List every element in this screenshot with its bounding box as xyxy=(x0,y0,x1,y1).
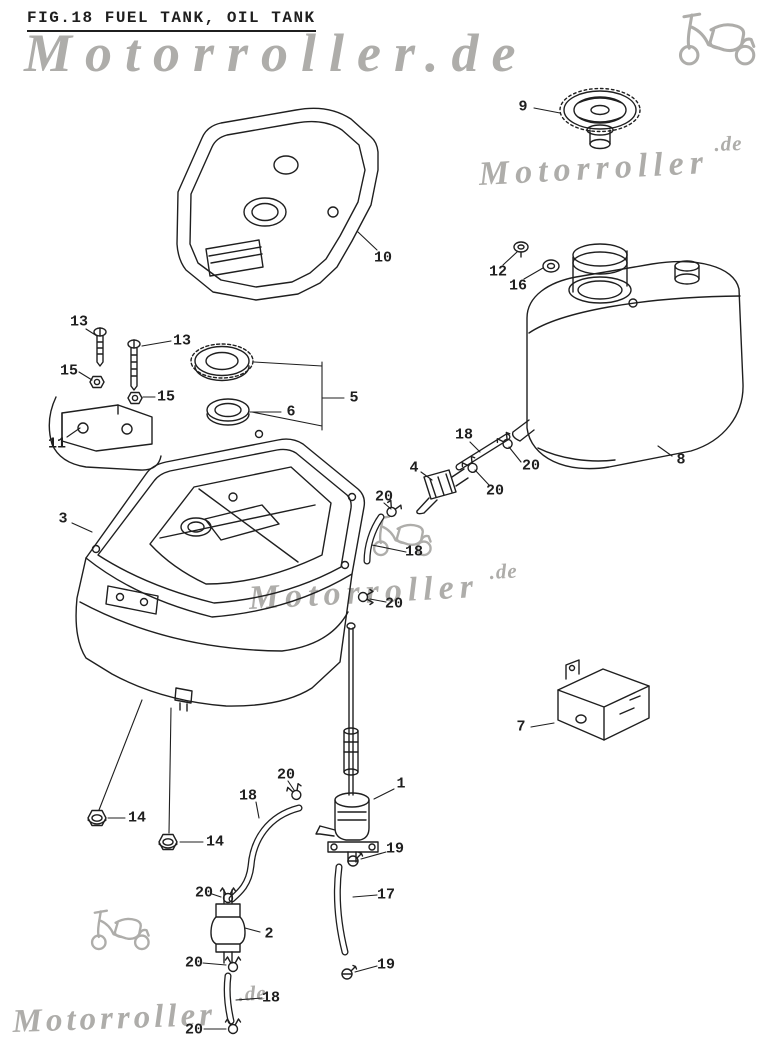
part-number-label: 15 xyxy=(59,362,79,380)
part-number-label: 10 xyxy=(373,249,393,267)
part-number-label: 4 xyxy=(409,459,419,477)
nut-14a-drawing xyxy=(87,809,107,827)
part-number-label: 16 xyxy=(508,277,528,295)
part-number-label: 18 xyxy=(261,989,281,1007)
fuel-cap-drawing xyxy=(559,87,641,150)
figure-title: FIG.18 FUEL TANK, OIL TANK xyxy=(27,9,316,32)
part-number-label: 18 xyxy=(238,787,258,805)
part-number-label: 14 xyxy=(127,809,147,827)
part-number-label: 20 xyxy=(521,457,541,475)
part-number-label: 6 xyxy=(286,403,296,421)
part-number-label: 20 xyxy=(184,954,204,972)
bolt-13a-drawing xyxy=(93,327,107,367)
hose-18-long-drawing xyxy=(228,804,303,903)
bolt-13b-drawing xyxy=(127,339,141,391)
bracket-7-drawing xyxy=(557,659,650,741)
hose-18-mid-drawing xyxy=(363,513,385,565)
fuel-valve-drawing xyxy=(416,468,469,515)
part-number-label: 2 xyxy=(264,925,274,943)
part-number-label: 20 xyxy=(384,595,404,613)
lock-ring-drawing xyxy=(190,343,254,382)
part-number-label: 20 xyxy=(374,488,394,506)
hose-17-drawing xyxy=(333,863,349,956)
leader-lines xyxy=(66,107,673,1030)
nut-15b-drawing xyxy=(127,391,143,405)
part-number-label: 1 xyxy=(396,775,406,793)
part-number-label: 20 xyxy=(184,1021,204,1039)
part-number-label: 18 xyxy=(454,426,474,444)
hose-18-bottom-drawing xyxy=(223,972,235,1025)
part-number-label: 19 xyxy=(385,840,405,858)
cover-panel-drawing xyxy=(176,107,379,301)
nut-15a-drawing xyxy=(89,375,105,389)
part-number-label: 13 xyxy=(69,313,89,331)
washer-16-drawing xyxy=(542,259,560,273)
part-number-label: 13 xyxy=(172,332,192,350)
part-number-label: 20 xyxy=(485,482,505,500)
part-number-label: 20 xyxy=(276,766,296,784)
part-number-label: 8 xyxy=(676,451,686,469)
part-number-label: 11 xyxy=(47,435,67,453)
part-number-label: 20 xyxy=(194,884,214,902)
part-number-label: 12 xyxy=(488,263,508,281)
fuel-tank-drawing xyxy=(75,429,366,712)
part-number-label: 9 xyxy=(518,98,528,116)
part-number-label: 19 xyxy=(376,956,396,974)
oil-tank-drawing xyxy=(511,243,744,470)
hose-18-top-drawing xyxy=(455,433,511,471)
petcock-drawing xyxy=(315,622,379,863)
part-number-label: 17 xyxy=(376,886,396,904)
part-number-label: 7 xyxy=(516,718,526,736)
part-number-label: 14 xyxy=(205,833,225,851)
grommet-12-drawing xyxy=(513,241,529,258)
watermark-text: Motorroller.de xyxy=(24,23,529,83)
part-number-label: 3 xyxy=(58,510,68,528)
part-number-label: 15 xyxy=(156,388,176,406)
nut-14b-drawing xyxy=(158,833,178,851)
part-number-label: 5 xyxy=(349,389,359,407)
part-number-label: 18 xyxy=(404,543,424,561)
gasket-ring-drawing xyxy=(206,398,250,426)
